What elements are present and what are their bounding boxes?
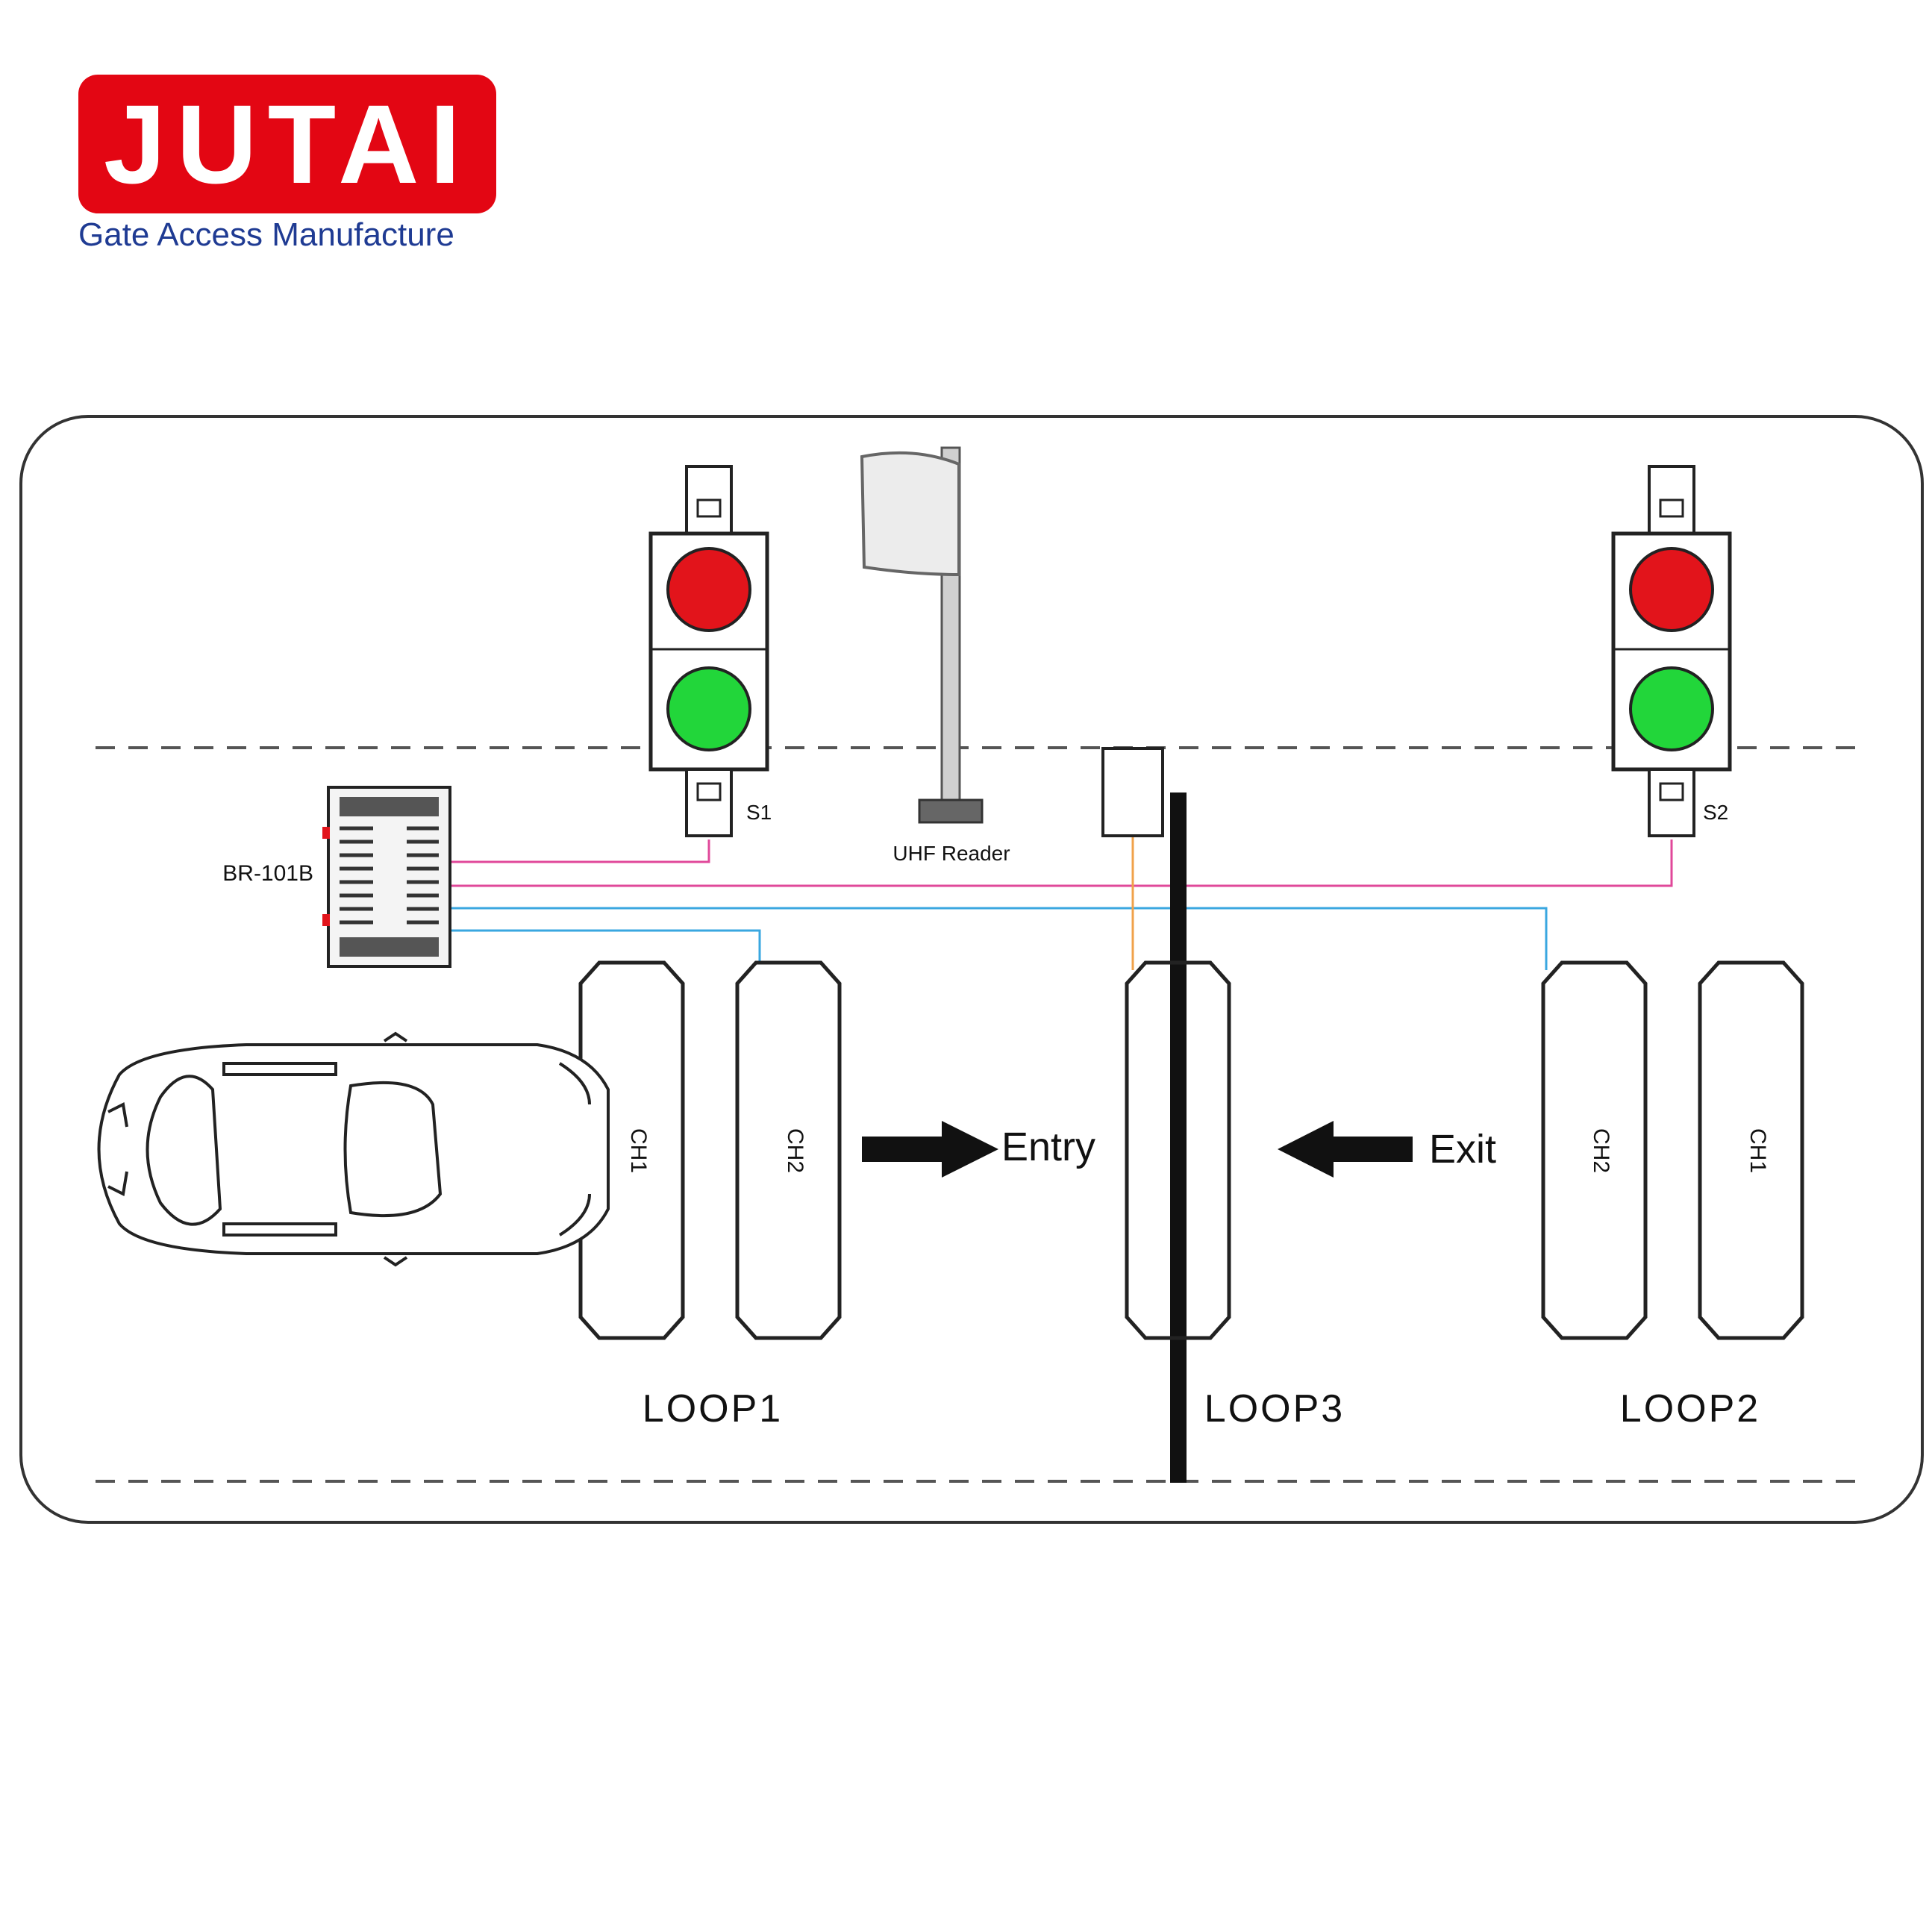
loop2-ch1-coil <box>1698 960 1804 1340</box>
controller-led-top <box>322 827 330 839</box>
controller-terminal-top <box>340 797 439 816</box>
wire-loop2 <box>450 907 1548 970</box>
exit-arrow-icon <box>1278 1121 1413 1178</box>
loop2-ch2-coil <box>1541 960 1648 1340</box>
logo-tagline: Gate Access Manufacture <box>78 216 454 253</box>
reader-antenna <box>860 451 960 577</box>
diagram-frame <box>19 415 1924 1524</box>
wire-loop1 <box>450 929 761 970</box>
signal-light-s1: S1 <box>648 465 772 837</box>
loop1-label: LOOP1 <box>643 1387 783 1431</box>
entry-label: Entry <box>1001 1125 1095 1169</box>
loop1-ch2-coil <box>735 960 842 1340</box>
wire-s2 <box>450 840 1673 887</box>
controller-led-bottom <box>322 914 330 926</box>
reader-label: UHF Reader <box>892 842 1010 865</box>
loop3-coil <box>1125 960 1231 1340</box>
loop2-label: LOOP2 <box>1620 1387 1760 1431</box>
wiring <box>450 836 1673 970</box>
logo-text: JUTAI <box>103 81 472 207</box>
uhf-reader: UHF Reader <box>860 446 1010 865</box>
signal-light-s2: S2 <box>1611 465 1732 837</box>
loops <box>578 960 1804 1340</box>
car-icon <box>97 1031 610 1267</box>
logo-badge: JUTAI <box>78 75 496 213</box>
loop3-label: LOOP3 <box>1204 1387 1345 1431</box>
loop1-ch1-label: CH1 <box>626 1128 651 1173</box>
signal-s2-red-light <box>1629 547 1714 632</box>
reader-base <box>918 798 984 824</box>
loop1-ch2-label: CH2 <box>783 1128 807 1173</box>
signal-s1-red-light <box>666 547 751 632</box>
entry-arrow-icon <box>862 1121 998 1178</box>
signal-s1-label: S1 <box>746 801 772 824</box>
controller-label: BR-101B <box>222 861 313 886</box>
signal-s1-green-light <box>666 666 751 751</box>
controller-pins <box>340 826 439 925</box>
signal-s2-label: S2 <box>1703 801 1728 824</box>
brand-logo: JUTAI Gate Access Manufacture <box>78 75 496 254</box>
loop2-ch2-label: CH2 <box>1589 1128 1613 1173</box>
barrier-cabinet <box>1101 747 1164 837</box>
exit-label: Exit <box>1429 1127 1496 1172</box>
controller-terminal-bottom <box>340 937 439 957</box>
br-101b-controller: BR-101B <box>222 786 451 968</box>
wire-s1 <box>450 840 710 863</box>
controller-body <box>327 786 451 968</box>
signal-s2-green-light <box>1629 666 1714 751</box>
barrier-arm <box>1170 793 1187 1483</box>
loop2-ch1-label: CH1 <box>1745 1128 1770 1173</box>
barrier-gate <box>1101 747 1187 1483</box>
